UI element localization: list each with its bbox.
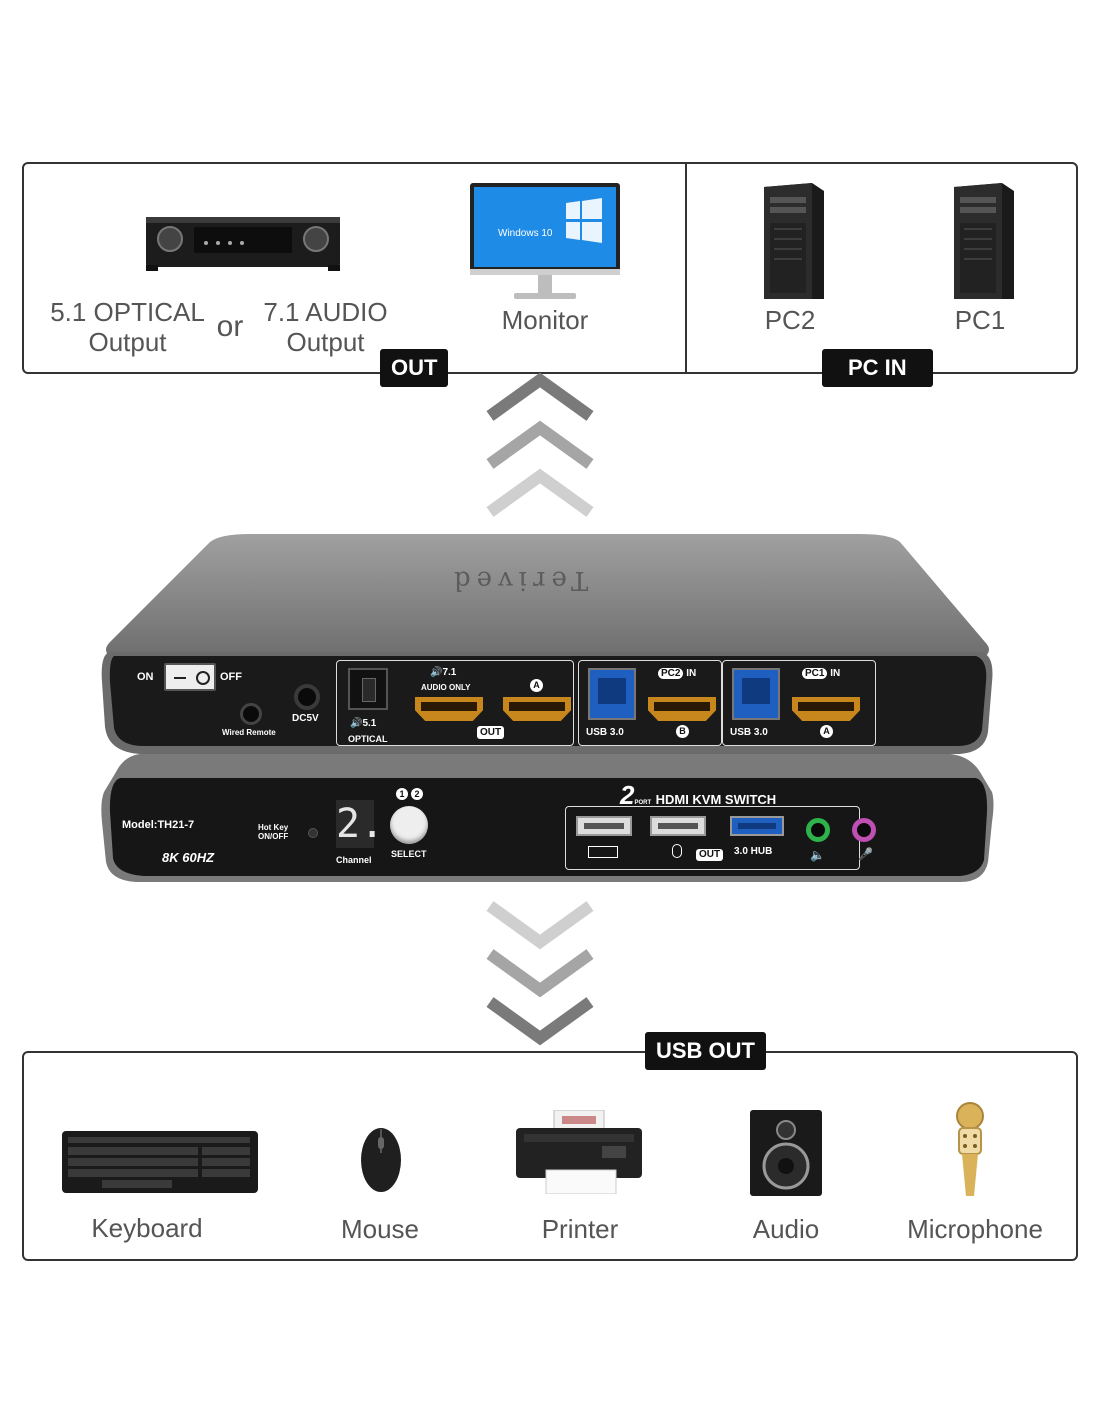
monitor-label: Monitor xyxy=(501,305,589,335)
microphone-label: Microphone xyxy=(907,1214,1043,1244)
channel-display: 2. xyxy=(336,800,385,848)
speaker-icon-audio xyxy=(750,1110,822,1196)
audio-only-label: AUDIO ONLY xyxy=(421,683,471,692)
keyboard-port-icon xyxy=(588,846,618,858)
hdmi-out-audio-port[interactable] xyxy=(415,697,483,721)
dc5v-jack[interactable] xyxy=(294,684,320,710)
monitor-icon xyxy=(470,183,620,299)
mouse-port-icon xyxy=(672,844,682,858)
port-b-circle: B xyxy=(676,725,689,738)
product-title: 2PORT HDMI KVM SWITCH xyxy=(620,780,777,810)
hdmi-out-port[interactable] xyxy=(503,697,571,721)
optical-port[interactable] xyxy=(348,668,388,710)
mic-icon: 🎤 xyxy=(858,847,873,861)
channel-2-indicator: 2 xyxy=(411,788,423,800)
pc2-usb30-label: USB 3.0 xyxy=(586,727,624,738)
hotkey-led xyxy=(308,828,318,838)
power-switch[interactable] xyxy=(164,663,216,691)
mouse-usb-port[interactable] xyxy=(650,816,706,836)
pc2-hdmi-in-port[interactable] xyxy=(648,697,716,721)
up-arrows-icon xyxy=(486,372,594,517)
pc2-in-label: PC2 IN xyxy=(658,668,696,679)
kvm-switch-lower-unit xyxy=(101,754,994,882)
pc1-hdmi-in-port[interactable] xyxy=(792,697,860,721)
pc2-input-group xyxy=(578,660,722,746)
pc1-usb30-label: USB 3.0 xyxy=(730,727,768,738)
printer-label: Printer xyxy=(541,1214,619,1244)
pc1-tower-icon xyxy=(954,183,1014,299)
optical-output-label: 5.1 OPTICAL Output xyxy=(50,297,205,357)
pc2-tower-icon xyxy=(764,183,824,299)
hub-label: 3.0 HUB xyxy=(734,846,773,857)
pc1-input-group xyxy=(722,660,876,746)
speaker-icon: 🔈 xyxy=(810,848,825,862)
select-button[interactable] xyxy=(390,806,428,844)
wired-remote-jack[interactable] xyxy=(240,703,262,725)
or-label: or xyxy=(216,310,244,343)
keyboard-icon xyxy=(62,1131,258,1193)
port-a-circle-1: A xyxy=(530,679,543,692)
model-label: Model:TH21-7 xyxy=(122,819,195,831)
printer-icon xyxy=(516,1110,642,1194)
pc1-label: PC1 xyxy=(954,305,1006,335)
pc2-usb-b-port[interactable] xyxy=(588,668,636,720)
output-port-group xyxy=(336,660,574,746)
pc2-label: PC2 xyxy=(764,305,816,335)
channel-label: Channel xyxy=(336,855,372,865)
mouse-icon xyxy=(361,1128,401,1192)
off-label: OFF xyxy=(220,671,242,683)
pc1-usb-b-port[interactable] xyxy=(732,668,780,720)
wired-remote-label: Wired Remote xyxy=(222,728,276,737)
spec-label: 8K 60HZ xyxy=(162,850,215,865)
keyboard-label: Keyboard xyxy=(91,1213,203,1243)
optical-label: OPTICAL xyxy=(348,734,388,744)
channel-1-indicator: 1 xyxy=(396,788,408,800)
usb-out-tag: USB OUT xyxy=(645,1032,766,1070)
audio-output-label: 7.1 AUDIO Output xyxy=(263,297,388,357)
out-tag: OUT xyxy=(380,349,449,387)
microphone-icon xyxy=(956,1102,984,1196)
down-arrows-icon xyxy=(486,901,594,1046)
select-label: SELECT xyxy=(391,849,427,859)
monitor-screen-text: Windows 10 xyxy=(498,228,553,239)
mouse-label: Mouse xyxy=(340,1214,420,1244)
keyboard-usb-port[interactable] xyxy=(576,816,632,836)
on-label: ON xyxy=(137,671,154,683)
mic-jack[interactable] xyxy=(852,818,876,842)
pc-in-tag: PC IN xyxy=(822,349,933,387)
pc1-in-label: PC1 IN xyxy=(802,668,840,679)
audio-71-label: 🔊7.1 xyxy=(430,667,457,678)
front-out-badge: OUT xyxy=(696,849,724,861)
port-a-circle-2: A xyxy=(820,725,833,738)
out-badge: OUT xyxy=(477,726,505,739)
usb30-hub-port[interactable] xyxy=(730,816,784,836)
av-receiver-icon xyxy=(146,217,340,271)
top-panel-divider xyxy=(685,164,687,372)
audio-label: Audio xyxy=(752,1214,820,1244)
optical-51-label: 🔊5.1 xyxy=(350,718,377,729)
audio-out-jack[interactable] xyxy=(806,818,830,842)
brand-logo: Terived xyxy=(448,565,589,595)
dc5v-label: DC5V xyxy=(292,713,319,724)
